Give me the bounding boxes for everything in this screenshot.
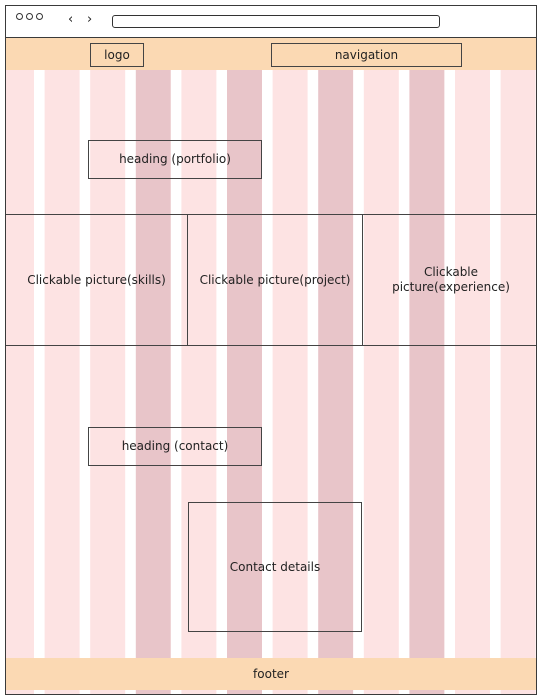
layout-grid xyxy=(6,38,536,694)
column-divider-2 xyxy=(362,214,363,345)
grid-column xyxy=(500,38,536,694)
grid-gutter xyxy=(34,38,45,694)
column-divider-1 xyxy=(187,214,188,345)
grid-gutter xyxy=(262,38,273,694)
window-close-dot[interactable] xyxy=(16,13,23,20)
logo-box[interactable]: logo xyxy=(90,43,144,67)
browser-toolbar: ‹ › xyxy=(6,6,536,38)
grid-column xyxy=(363,38,399,694)
row-divider-bottom xyxy=(6,345,536,346)
clickable-picture-skills[interactable]: Clickable picture(skills) xyxy=(27,272,166,287)
grid-gutter xyxy=(125,38,137,694)
address-bar[interactable] xyxy=(112,15,440,28)
grid-gutter xyxy=(307,38,319,694)
grid-column xyxy=(90,38,126,694)
page-wireframe: logo navigation heading (portfolio) Clic… xyxy=(6,38,536,694)
grid-gutter xyxy=(353,38,365,694)
grid-gutter xyxy=(170,38,182,694)
window-maximize-dot[interactable] xyxy=(36,13,43,20)
row-divider-top xyxy=(6,214,536,215)
grid-gutter xyxy=(490,38,501,694)
grid-column xyxy=(455,38,490,694)
heading-portfolio: heading (portfolio) xyxy=(88,140,262,179)
grid-gutter xyxy=(398,38,410,694)
grid-column xyxy=(44,38,80,694)
grid-column xyxy=(272,38,308,694)
grid-gutter xyxy=(444,38,456,694)
grid-gutter xyxy=(216,38,228,694)
grid-column xyxy=(135,38,171,694)
clickable-picture-project[interactable]: Clickable picture(project) xyxy=(199,272,351,287)
footer-band xyxy=(6,658,536,690)
browser-window: ‹ › logo navigation heading (portfolio) … xyxy=(5,5,537,695)
forward-arrow-icon[interactable]: › xyxy=(87,12,93,27)
grid-column xyxy=(6,38,34,694)
footer-label: footer xyxy=(253,666,289,681)
contact-details-box: Contact details xyxy=(188,502,362,632)
navigation-box[interactable]: navigation xyxy=(271,43,462,67)
heading-contact: heading (contact) xyxy=(88,427,262,466)
grid-column xyxy=(227,38,262,694)
grid-column xyxy=(318,38,354,694)
grid-column xyxy=(409,38,445,694)
grid-gutter xyxy=(79,38,91,694)
clickable-picture-experience[interactable]: Clickable picture(experience) xyxy=(392,265,510,294)
window-minimize-dot[interactable] xyxy=(26,13,33,20)
back-arrow-icon[interactable]: ‹ xyxy=(68,12,74,27)
grid-column xyxy=(181,38,217,694)
